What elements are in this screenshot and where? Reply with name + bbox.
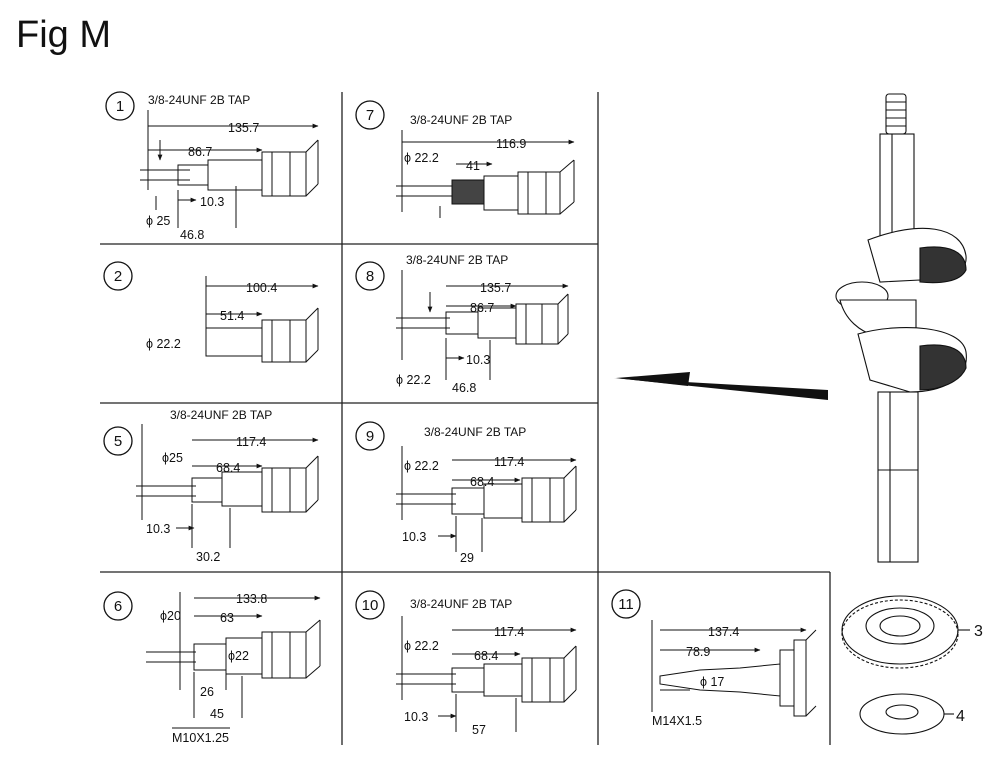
dim-depth: 26 bbox=[200, 685, 214, 699]
panel-number: 1 bbox=[116, 98, 124, 115]
dim-length: 68.4 bbox=[474, 649, 498, 663]
dim-length: 86.7 bbox=[470, 301, 494, 315]
dim-diameter: ϕ25 bbox=[162, 451, 183, 465]
dim-diameter-small: ϕ20 bbox=[160, 609, 181, 623]
dim-length: 68.4 bbox=[470, 475, 494, 489]
tap-label: 3/8-24UNF 2B TAP bbox=[406, 253, 508, 267]
pointer-arrow bbox=[614, 372, 828, 400]
dim-offset: 46.8 bbox=[180, 228, 204, 242]
callout-4: 4 bbox=[956, 708, 965, 725]
panel-5: 5 3/8-24UNF 2B TAP 117.4 ϕ25 68.4 10.3 3… bbox=[103, 408, 319, 564]
panel-number: 8 bbox=[366, 268, 374, 285]
crankshaft-illustration bbox=[835, 93, 967, 563]
dim-overall-length: 135.7 bbox=[480, 281, 511, 295]
panel-8: 8 3/8-24UNF 2B TAP 135.7 86.7 10.3 ϕ 22.… bbox=[355, 253, 569, 395]
panel-9: 9 3/8-24UNF 2B TAP 117.4 ϕ 22.2 68.4 10.… bbox=[355, 421, 577, 565]
dim-diameter: ϕ 22.2 bbox=[396, 373, 431, 387]
dim-diameter: ϕ 25 bbox=[146, 214, 170, 228]
panel-grid bbox=[100, 92, 831, 745]
dim-overall-length: 133.8 bbox=[236, 592, 267, 606]
tap-label: 3/8-24UNF 2B TAP bbox=[424, 425, 526, 439]
dim-depth: 10.3 bbox=[200, 195, 224, 209]
tap-label: 3/8-24UNF 2B TAP bbox=[170, 408, 272, 422]
dim-length: 78.9 bbox=[686, 645, 710, 659]
dim-overall-length: 116.9 bbox=[496, 137, 526, 151]
dim-offset: 57 bbox=[472, 723, 486, 737]
dim-diameter: ϕ 22.2 bbox=[404, 151, 439, 165]
dim-offset: 45 bbox=[210, 707, 224, 721]
dim-length: 86.7 bbox=[188, 145, 212, 159]
tap-label: 3/8-24UNF 2B TAP bbox=[410, 597, 512, 611]
dim-overall-length: 117.4 bbox=[236, 435, 266, 449]
panel-number: 5 bbox=[114, 433, 122, 450]
panel-number: 6 bbox=[114, 598, 122, 615]
dim-length: 41 bbox=[466, 159, 480, 173]
dim-diameter: ϕ22 bbox=[228, 649, 249, 663]
dim-diameter: ϕ 22.2 bbox=[146, 337, 181, 351]
callout-3: 3 bbox=[974, 623, 983, 640]
dim-overall-length: 137.4 bbox=[708, 625, 739, 639]
panel-number: 10 bbox=[362, 597, 379, 614]
dim-overall-length: 117.4 bbox=[494, 455, 524, 469]
dim-diameter: ϕ 22.2 bbox=[404, 639, 439, 653]
dim-depth: 10.3 bbox=[146, 522, 170, 536]
panel-number: 2 bbox=[114, 268, 122, 285]
dim-overall-length: 117.4 bbox=[494, 625, 524, 639]
panel-2: 2 100.4 51.4 ϕ 22.2 bbox=[103, 261, 319, 363]
dim-offset: 30.2 bbox=[196, 550, 220, 564]
washer-part bbox=[859, 693, 954, 735]
panel-number: 11 bbox=[618, 596, 634, 613]
panel-7: 7 3/8-24UNF 2B TAP 116.9 ϕ 22.2 41 bbox=[355, 100, 575, 218]
dim-diameter: ϕ 17 bbox=[700, 675, 724, 689]
figure-title: Fig M bbox=[16, 14, 111, 56]
panel-number: 7 bbox=[366, 107, 374, 124]
dim-overall-length: 135.7 bbox=[228, 121, 259, 135]
thread-spec: M10X1.25 bbox=[172, 731, 229, 745]
panel-number: 9 bbox=[366, 428, 374, 445]
panel-6: 6 133.8 ϕ20 63 ϕ22 26 45 M10X1.25 bbox=[103, 591, 321, 745]
panel-1: 1 3/8-24UNF 2B TAP 135.7 86.7 10.3 ϕ 25 bbox=[105, 91, 319, 242]
gear-part bbox=[841, 595, 970, 669]
dim-overall-length: 100.4 bbox=[246, 281, 277, 295]
dim-depth: 10.3 bbox=[466, 353, 490, 367]
tap-label: 3/8-24UNF 2B TAP bbox=[148, 93, 250, 107]
dim-offset: 29 bbox=[460, 551, 474, 565]
dim-offset: 46.8 bbox=[452, 381, 476, 395]
dim-length: 68.4 bbox=[216, 461, 240, 475]
thread-spec: M14X1.5 bbox=[652, 714, 702, 728]
dim-length: 63 bbox=[220, 611, 234, 625]
panel-10: 10 3/8-24UNF 2B TAP 117.4 ϕ 22.2 68.4 10… bbox=[355, 590, 577, 737]
dim-diameter: ϕ 22.2 bbox=[404, 459, 439, 473]
tap-label: 3/8-24UNF 2B TAP bbox=[410, 113, 512, 127]
dim-depth: 10.3 bbox=[402, 530, 426, 544]
panel-11: 11 137.4 78.9 ϕ 17 M14X1.5 bbox=[611, 589, 817, 728]
dim-depth: 10.3 bbox=[404, 710, 428, 724]
dim-length: 51.4 bbox=[220, 309, 244, 323]
